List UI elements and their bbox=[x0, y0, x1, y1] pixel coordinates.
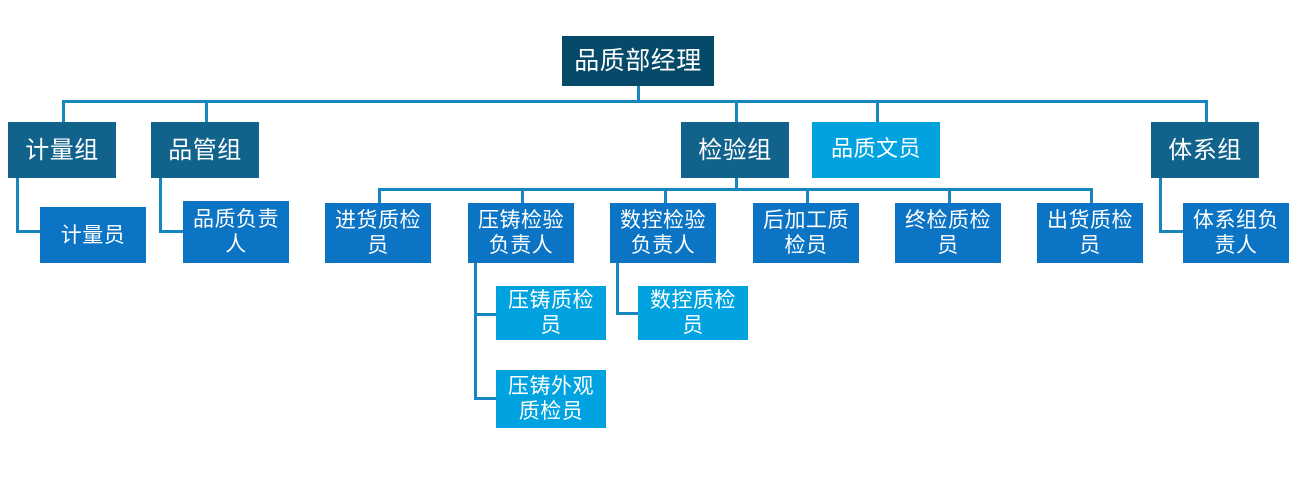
node-label: 品质负责人 bbox=[193, 207, 279, 256]
connector-to-system bbox=[1205, 100, 1208, 122]
node-label: 压铸外观质检员 bbox=[508, 374, 594, 423]
connector-diecast-lead-drop bbox=[474, 263, 477, 400]
node-system-lead[interactable]: 体系组负责人 bbox=[1183, 203, 1289, 263]
node-cnc-inspector[interactable]: 数控质检员 bbox=[638, 286, 748, 340]
node-metrologist[interactable]: 计量员 bbox=[40, 207, 146, 263]
connector-metrology-elbow bbox=[16, 230, 40, 233]
node-label: 体系组 bbox=[1168, 135, 1242, 164]
node-post-process-inspector[interactable]: 后加工质检员 bbox=[753, 203, 859, 263]
node-label: 品质部经理 bbox=[574, 46, 702, 76]
node-metrology-group[interactable]: 计量组 bbox=[8, 122, 116, 178]
connector-root-stem bbox=[637, 86, 640, 102]
connector-quality-control-drop bbox=[159, 178, 162, 233]
connector-to-incoming-inspector bbox=[378, 188, 381, 203]
node-diecast-appearance-inspector[interactable]: 压铸外观质检员 bbox=[496, 370, 606, 428]
node-label: 品管组 bbox=[168, 135, 242, 164]
node-label: 压铸质检员 bbox=[508, 288, 594, 337]
node-cnc-lead[interactable]: 数控检验负责人 bbox=[610, 203, 716, 263]
node-system-group[interactable]: 体系组 bbox=[1151, 122, 1259, 178]
connector-to-quality-control bbox=[205, 100, 208, 122]
connector-system-drop bbox=[1159, 178, 1162, 233]
node-label: 体系组负责人 bbox=[1193, 208, 1279, 257]
node-label: 计量员 bbox=[60, 222, 126, 247]
node-label: 数控检验负责人 bbox=[620, 208, 706, 257]
connector-inspection-bus bbox=[378, 188, 1092, 191]
node-label: 数控质检员 bbox=[650, 288, 736, 337]
connector-to-post-process-inspector bbox=[806, 188, 809, 203]
node-inspection-group[interactable]: 检验组 bbox=[681, 122, 789, 178]
connector-to-clerk bbox=[876, 100, 879, 122]
node-final-inspector[interactable]: 终检质检员 bbox=[895, 203, 1001, 263]
node-label: 进货质检员 bbox=[335, 208, 421, 257]
connector-cnc-lead-drop bbox=[616, 263, 619, 315]
node-shipping-inspector[interactable]: 出货质检员 bbox=[1037, 203, 1143, 263]
node-label: 终检质检员 bbox=[905, 208, 991, 257]
connector-system-elbow bbox=[1159, 230, 1183, 233]
node-root-quality-manager[interactable]: 品质部经理 bbox=[562, 36, 714, 86]
node-diecast-inspector[interactable]: 压铸质检员 bbox=[496, 286, 606, 340]
node-label: 品质文员 bbox=[830, 137, 921, 163]
node-label: 后加工质检员 bbox=[763, 208, 849, 257]
connector-diecast-inspector-elbow bbox=[474, 313, 496, 316]
connector-to-cnc-lead bbox=[664, 188, 667, 203]
connector-to-final-inspector bbox=[948, 188, 951, 203]
node-quality-clerk[interactable]: 品质文员 bbox=[812, 122, 940, 178]
node-label: 检验组 bbox=[698, 135, 772, 164]
connector-to-diecast-lead bbox=[521, 188, 524, 203]
connector-metrology-drop bbox=[16, 178, 19, 233]
connector-to-shipping-inspector bbox=[1090, 188, 1093, 203]
connector-level2-bus bbox=[62, 100, 1208, 103]
node-label: 计量组 bbox=[25, 135, 99, 164]
connector-diecast-appearance-elbow bbox=[474, 397, 496, 400]
node-quality-lead[interactable]: 品质负责人 bbox=[183, 201, 289, 263]
connector-to-metrology bbox=[62, 100, 65, 122]
node-label: 压铸检验负责人 bbox=[478, 208, 564, 257]
node-diecast-lead[interactable]: 压铸检验负责人 bbox=[468, 203, 574, 263]
node-incoming-inspector[interactable]: 进货质检员 bbox=[325, 203, 431, 263]
node-quality-control-group[interactable]: 品管组 bbox=[151, 122, 259, 178]
connector-to-inspection bbox=[735, 100, 738, 122]
node-label: 出货质检员 bbox=[1047, 208, 1133, 257]
connector-cnc-inspector-elbow bbox=[616, 312, 638, 315]
connector-quality-control-elbow bbox=[159, 230, 183, 233]
connector-inspection-stem bbox=[735, 178, 738, 190]
